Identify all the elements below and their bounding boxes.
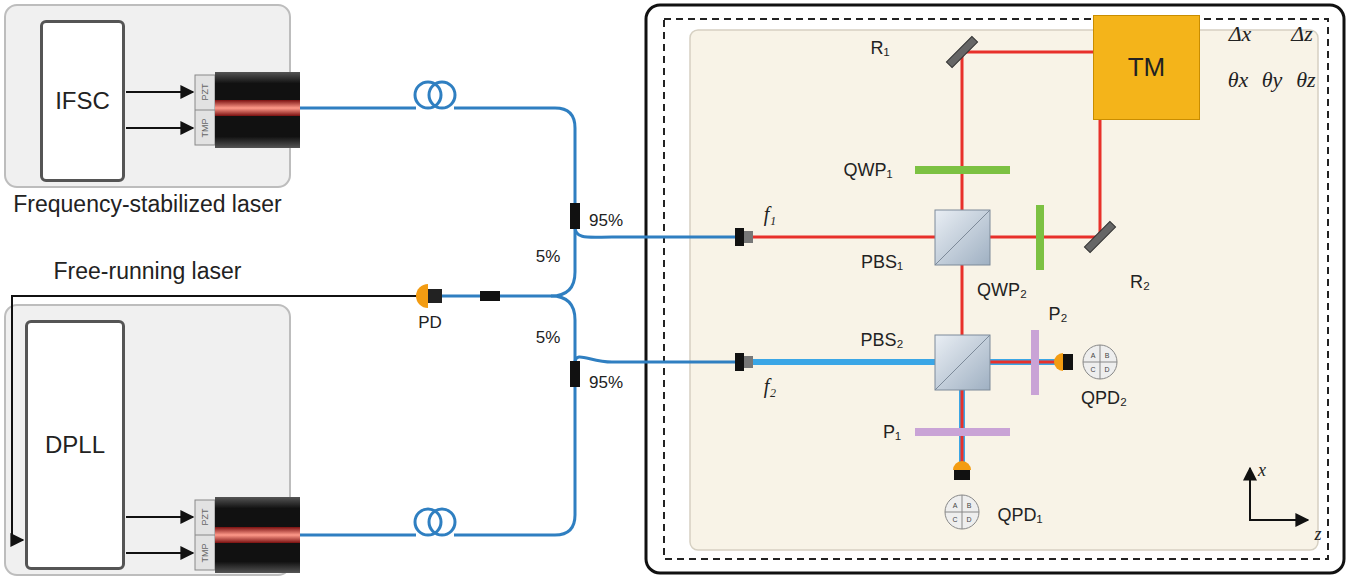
node-label: DPLL bbox=[45, 431, 105, 459]
dof-label: θy bbox=[1262, 69, 1283, 91]
detector-label: PD bbox=[418, 314, 442, 331]
detector-label: QPD₁ bbox=[997, 506, 1042, 524]
polarizer-label: P₁ bbox=[883, 423, 901, 441]
waveplate-label: QWP₁ bbox=[843, 161, 892, 179]
split-ratio: 5% bbox=[536, 248, 561, 265]
axis-label: z bbox=[1314, 525, 1321, 543]
dof-label: Δz bbox=[1291, 23, 1312, 45]
split-ratio: 5% bbox=[536, 329, 561, 346]
laser-panel: Free-running laserDPLL bbox=[5, 258, 290, 575]
controller-box: IFSC bbox=[40, 20, 125, 182]
beamsplitter-label: PBS₂ bbox=[860, 331, 903, 349]
quadrant-letter: A bbox=[953, 502, 958, 509]
actuator-label: PZT bbox=[201, 84, 210, 101]
actuator-label: TMP bbox=[201, 544, 210, 563]
dof-label: θx bbox=[1228, 69, 1249, 91]
split-ratio: 95% bbox=[589, 212, 623, 229]
controller-box: DPLL bbox=[25, 320, 125, 570]
quadrant-letter: C bbox=[1090, 366, 1095, 373]
quadrant-letter: B bbox=[967, 502, 972, 509]
frequency-label: f₁ bbox=[764, 204, 777, 224]
quadrant-letter: D bbox=[966, 516, 971, 523]
waveplate-label: QWP₂ bbox=[977, 281, 1027, 299]
actuator-label: TMP bbox=[201, 119, 210, 138]
beamsplitter-label: PBS₁ bbox=[861, 253, 903, 271]
mirror-label: R₂ bbox=[1130, 273, 1150, 291]
polarizer-label: P₂ bbox=[1049, 305, 1068, 323]
mirror-label: R₁ bbox=[870, 39, 889, 57]
dof-label: Δx bbox=[1229, 23, 1252, 45]
frequency-label: f₂ bbox=[764, 376, 777, 396]
node-label: TM bbox=[1128, 53, 1166, 83]
node-label: IFSC bbox=[55, 87, 110, 115]
axis-label: x bbox=[1258, 461, 1266, 479]
quadrant-letter: A bbox=[1091, 352, 1096, 359]
test-mass: TM bbox=[1093, 15, 1200, 120]
detector-label: QPD₂ bbox=[1081, 389, 1127, 407]
laser-panel: Frequency-stabilized laser IFSC bbox=[5, 5, 290, 217]
quadrant-letter: D bbox=[1104, 366, 1109, 373]
dof-label: θz bbox=[1296, 69, 1315, 91]
quadrant-letter: B bbox=[1105, 352, 1110, 359]
actuator-label: PZT bbox=[201, 509, 210, 526]
node-label: Frequency-stabilized laser bbox=[13, 191, 281, 217]
node-label: Free-running laser bbox=[54, 258, 242, 284]
quadrant-letter: C bbox=[952, 516, 957, 523]
split-ratio: 95% bbox=[589, 374, 623, 391]
